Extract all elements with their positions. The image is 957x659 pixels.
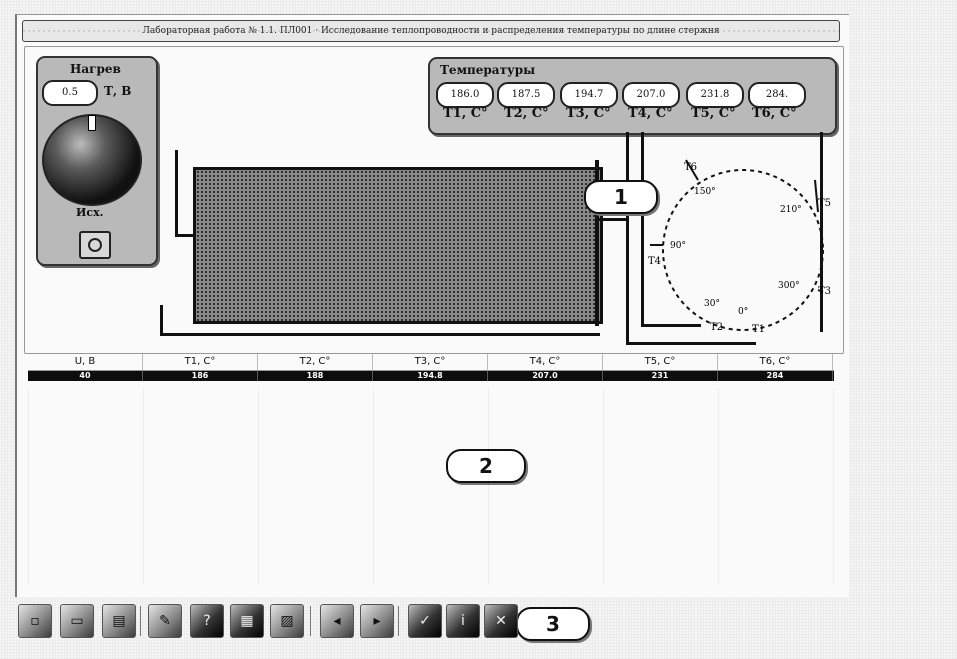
info-icon[interactable]: i: [446, 604, 480, 638]
reset-label: Исх.: [76, 206, 104, 219]
window-title: Лабораторная работа № 1.1. ПЛ001 · Иссле…: [22, 20, 840, 42]
label-t3: T3: [818, 286, 831, 297]
check-icon[interactable]: ✓: [408, 604, 442, 638]
t2-value: 187.5: [497, 82, 555, 108]
probe-lead-t6: [685, 159, 699, 181]
open-icon[interactable]: ▭: [60, 604, 94, 638]
t5-value: 231.8: [686, 82, 744, 108]
knob-pointer-icon: [88, 115, 96, 131]
table-cell: 194.8: [373, 371, 488, 381]
t2-label: T2, C°: [504, 106, 549, 121]
right-clamp: [595, 160, 599, 326]
label-150: 150°: [694, 187, 716, 197]
label-210: 210°: [780, 205, 802, 215]
table-cell: 188: [258, 371, 373, 381]
probe-lead-t5: [814, 179, 819, 213]
probe-lead-t3: [817, 289, 824, 293]
step-back-icon[interactable]: ◂: [320, 604, 354, 638]
thermocouple-diagram: T6 150° T5 210° 90° T4 300° T3 30° 0° T2…: [648, 159, 831, 335]
label-90: 90°: [670, 241, 686, 251]
label-30: 30°: [704, 299, 720, 309]
column-header[interactable]: T1, C°: [143, 354, 258, 370]
column-header[interactable]: U, В: [28, 354, 143, 370]
toolbar-separator: [310, 606, 311, 636]
heater-knob[interactable]: [42, 114, 142, 206]
t1-label: T1, C°: [443, 106, 488, 121]
edit-icon[interactable]: ✎: [148, 604, 182, 638]
bottom-wire-left: [160, 305, 163, 335]
simulation-area: [24, 46, 844, 354]
t3-value: 194.7: [560, 82, 618, 108]
results-table: U, В T1, C° T2, C° T3, C° T4, C° T5, C° …: [28, 354, 834, 388]
temperatures-panel-title: Температуры: [440, 63, 536, 77]
step-forward-icon[interactable]: ▸: [360, 604, 394, 638]
table-cell: 186: [143, 371, 258, 381]
heater-panel-title: Нагрев: [70, 62, 121, 76]
bottom-wire: [160, 333, 600, 336]
wire-down-2: [641, 132, 644, 326]
save-icon[interactable]: ▤: [102, 604, 136, 638]
wire-bottom-1: [626, 342, 756, 345]
table-row[interactable]: 40 186 188 194.8 207.0 231 284: [28, 371, 834, 381]
label-t6: T6: [684, 162, 697, 173]
column-header[interactable]: T2, C°: [258, 354, 373, 370]
power-value-field[interactable]: 0.5: [42, 80, 98, 106]
label-t1: T1: [752, 324, 765, 335]
left-clamp: [175, 150, 178, 236]
chart-icon[interactable]: ▦: [230, 604, 264, 638]
label-0: 0°: [738, 307, 748, 317]
t5-label: T5, C°: [691, 106, 736, 121]
t3-label: T3, C°: [566, 106, 611, 121]
rod-to-diagram-wire: [597, 218, 627, 221]
label-300: 300°: [778, 281, 800, 291]
print-icon[interactable]: ▨: [270, 604, 304, 638]
column-header[interactable]: T6, C°: [718, 354, 833, 370]
toolbar-separator: [140, 606, 141, 636]
wire-down-1: [626, 132, 629, 344]
t1-value: 186.0: [436, 82, 494, 108]
label-t2: T2: [710, 322, 723, 333]
callout-3: 3: [516, 607, 590, 641]
wire-bottom-2: [641, 324, 701, 327]
column-header[interactable]: T5, C°: [603, 354, 718, 370]
table-cell: 207.0: [488, 371, 603, 381]
reset-button[interactable]: [79, 231, 111, 259]
t4-value: 207.0: [622, 82, 680, 108]
left-clamp-foot: [175, 234, 195, 237]
column-header[interactable]: T3, C°: [373, 354, 488, 370]
t6-label: T6, C°: [752, 106, 797, 121]
heated-rod: [193, 167, 603, 324]
table-body: [28, 388, 834, 584]
table-header: U, В T1, C° T2, C° T3, C° T4, C° T5, C° …: [28, 354, 834, 371]
callout-2: 2: [446, 449, 526, 483]
t4-label: T4, C°: [628, 106, 673, 121]
label-t4: T4: [648, 256, 661, 267]
power-unit-label: Т, В: [104, 84, 132, 98]
t6-value: 284.: [748, 82, 806, 108]
column-header[interactable]: T4, C°: [488, 354, 603, 370]
new-icon[interactable]: ▫: [18, 604, 52, 638]
reset-icon: [88, 238, 102, 252]
table-cell: 231: [603, 371, 718, 381]
callout-1: 1: [584, 180, 658, 214]
search-icon[interactable]: ?: [190, 604, 224, 638]
label-t5: T5: [818, 198, 831, 209]
exit-icon[interactable]: ✕: [484, 604, 518, 638]
table-cell: 284: [718, 371, 833, 381]
toolbar-separator: [398, 606, 399, 636]
measurement-circle: [662, 169, 824, 331]
table-cell: 40: [28, 371, 143, 381]
